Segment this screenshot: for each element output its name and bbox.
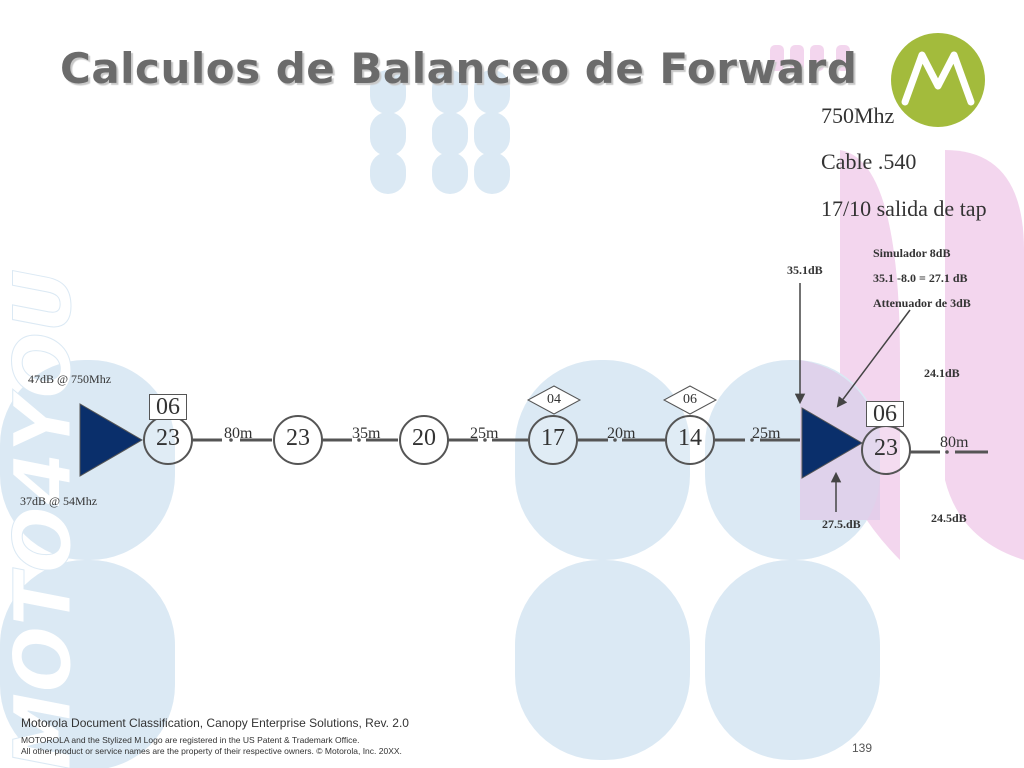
amp2-attenuator-label: Attenuador de 3dB <box>873 296 971 310</box>
amplifier-2-icon <box>801 407 863 479</box>
distance-3: 25m <box>470 425 499 442</box>
amp2-input-label: 35.1dB <box>787 263 823 277</box>
tap-value-4: 17 <box>541 425 565 451</box>
diamond-value-17: 04 <box>547 392 561 407</box>
watermark-text: MOTO4YOU <box>0 269 89 768</box>
distance-1: 80m <box>224 425 253 442</box>
distance-5: 25m <box>752 425 781 442</box>
bg-blue-shapes <box>0 70 880 768</box>
amp2-simulator-label: Simulador 8dB <box>873 246 951 260</box>
amp2-box: 06 <box>866 401 904 427</box>
distance-4: 20m <box>607 425 636 442</box>
footer-classification: Motorola Document Classification, Canopy… <box>21 716 409 730</box>
tap-value-5: 14 <box>678 425 702 451</box>
amp2-output-low: 24.5dB <box>931 511 967 525</box>
page-title: Calculos de Balanceo de Forward <box>60 44 858 93</box>
input-level-high: 47dB @ 750Mhz <box>28 372 112 386</box>
tap-value-3: 20 <box>412 425 436 451</box>
tap-value-1: 23 <box>156 425 180 451</box>
page-number: 139 <box>852 741 873 755</box>
info-frequency: 750Mhz <box>821 103 895 128</box>
amp2-tap-value: 23 <box>874 435 898 461</box>
diamond-value-14: 06 <box>683 392 697 407</box>
cable-lines <box>192 438 988 454</box>
footer-trademark-line-1: MOTOROLA and the Stylized M Logo are reg… <box>21 735 360 745</box>
tap-circles <box>143 415 911 475</box>
motorola-logo-icon <box>891 33 985 127</box>
diamond-tap-14 <box>662 385 718 415</box>
info-tap-output: 17/10 salida de tap <box>821 196 987 221</box>
amp1-box: 06 <box>149 394 187 420</box>
info-cable: Cable .540 <box>821 149 917 174</box>
amp2-input-low: 27.5.dB <box>822 517 861 531</box>
input-level-low: 37dB @ 54Mhz <box>20 494 98 508</box>
amplifier-1-icon <box>79 403 143 477</box>
arrow-attenuator <box>836 309 911 408</box>
amp2-output-high: 24.1dB <box>924 366 960 380</box>
diamond-tap-17 <box>526 385 582 415</box>
amp2-calc-label: 35.1 -8.0 = 27.1 dB <box>873 271 968 285</box>
distance-6: 80m <box>940 434 969 451</box>
footer-trademark-line-2: All other product or service names are t… <box>21 746 402 756</box>
tap-value-2: 23 <box>286 425 310 451</box>
distance-2: 35m <box>352 425 381 442</box>
cable-dots <box>229 438 949 454</box>
footer-trademark: MOTOROLA and the Stylized M Logo are reg… <box>21 735 402 757</box>
